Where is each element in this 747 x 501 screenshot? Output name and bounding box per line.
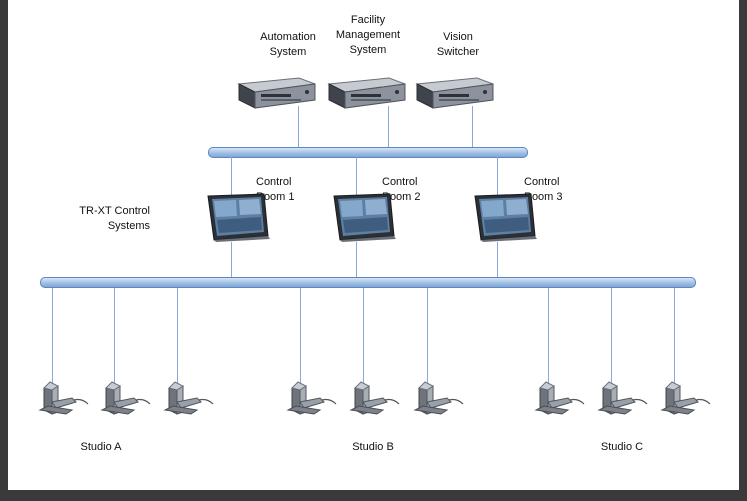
control-room-panel-1 bbox=[206, 192, 270, 247]
camera-link bbox=[363, 288, 364, 384]
rack-server-icon bbox=[415, 77, 494, 109]
control-room-panel-3 bbox=[473, 192, 537, 247]
camera-link bbox=[177, 288, 178, 384]
studio-a-camera-1 bbox=[38, 378, 90, 423]
control-room-link bbox=[497, 157, 498, 197]
robotic-camera-pedestal-icon bbox=[413, 381, 464, 415]
robotic-camera-pedestal-icon bbox=[38, 381, 89, 415]
camera-link bbox=[548, 288, 549, 384]
studio-a-camera-3 bbox=[163, 378, 215, 423]
rack-server-icon bbox=[237, 77, 316, 109]
touchscreen-panel-icon bbox=[333, 193, 396, 242]
robotic-camera-pedestal-icon bbox=[597, 381, 648, 415]
robotic-camera-pedestal-icon bbox=[286, 381, 337, 415]
robotic-camera-pedestal-icon bbox=[349, 381, 400, 415]
studio-label-c: Studio C bbox=[600, 441, 644, 453]
studio-b-camera-1 bbox=[286, 378, 338, 423]
studio-label-a: Studio A bbox=[80, 441, 122, 453]
camera-link bbox=[674, 288, 675, 384]
control-room-link bbox=[231, 242, 232, 278]
camera-link bbox=[52, 288, 53, 384]
vision-switcher bbox=[415, 74, 495, 115]
rack-server-icon bbox=[327, 77, 406, 109]
server-link bbox=[388, 106, 389, 148]
camera-link bbox=[427, 288, 428, 384]
studio-a-camera-2 bbox=[100, 378, 152, 423]
touchscreen-panel-icon bbox=[207, 193, 270, 242]
server-link bbox=[472, 106, 473, 148]
studio-c-camera-1 bbox=[534, 378, 586, 423]
control-room-link bbox=[356, 242, 357, 278]
camera-link bbox=[611, 288, 612, 384]
robotic-camera-pedestal-icon bbox=[163, 381, 214, 415]
studio-c-camera-2 bbox=[597, 378, 649, 423]
server-link bbox=[298, 106, 299, 148]
server-label-facility: Facility Management System bbox=[335, 14, 401, 56]
studio-label-b: Studio B bbox=[352, 441, 394, 453]
touchscreen-panel-icon bbox=[474, 193, 537, 242]
control-room-link bbox=[497, 242, 498, 278]
main-network-bus bbox=[40, 277, 696, 288]
control-room-link bbox=[356, 157, 357, 197]
server-label-vision: Vision Switcher bbox=[436, 31, 480, 58]
studio-b-camera-2 bbox=[349, 378, 401, 423]
camera-link bbox=[300, 288, 301, 384]
upper-network-bus bbox=[208, 147, 528, 158]
robotic-camera-pedestal-icon bbox=[534, 381, 585, 415]
robotic-camera-pedestal-icon bbox=[660, 381, 711, 415]
tr-xt-systems-label: TR-XT Control Systems bbox=[79, 205, 150, 232]
studio-c-camera-3 bbox=[660, 378, 712, 423]
facility-server bbox=[327, 74, 407, 115]
camera-link bbox=[114, 288, 115, 384]
robotic-camera-pedestal-icon bbox=[100, 381, 151, 415]
server-label-automation: Automation System bbox=[260, 31, 316, 58]
control-room-panel-2 bbox=[332, 192, 396, 247]
studio-b-camera-3 bbox=[413, 378, 465, 423]
control-room-link bbox=[231, 157, 232, 197]
automation-server bbox=[237, 74, 317, 115]
